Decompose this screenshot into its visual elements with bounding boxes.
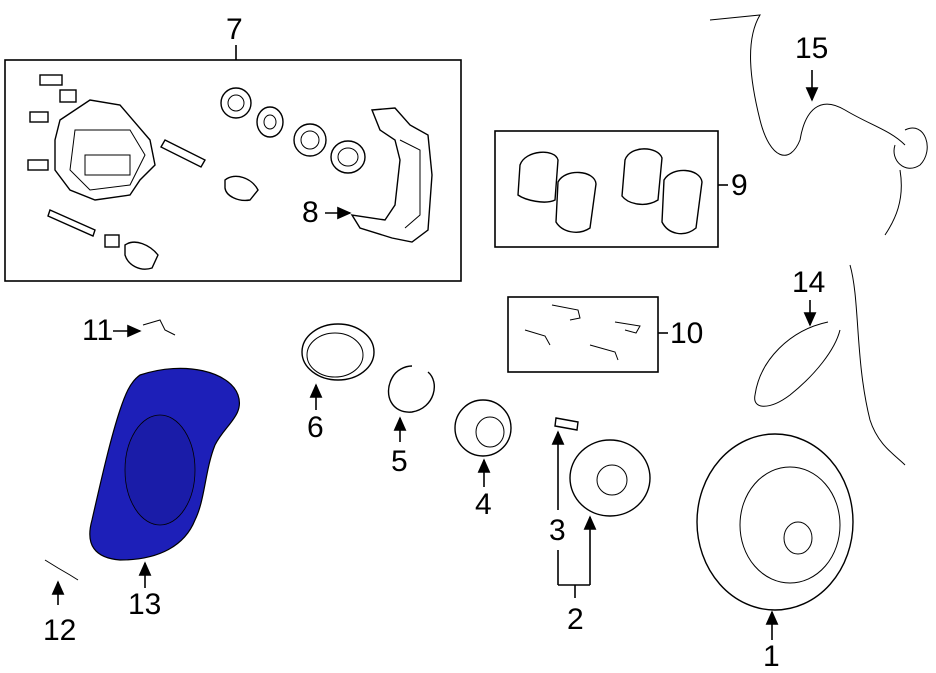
label-part-4: 4 (475, 488, 492, 521)
label-part-7: 7 (226, 13, 243, 46)
label-part-12: 12 (43, 614, 77, 647)
label-part-14: 14 (792, 266, 826, 299)
leader-lines (51, 70, 819, 640)
label-part-5: 5 (391, 445, 408, 478)
label-part-3: 3 (549, 514, 566, 547)
label-part-1: 1 (763, 640, 780, 673)
hardware-box (507, 296, 668, 373)
label-part-15: 15 (795, 32, 829, 65)
caliper-kit-box (4, 45, 462, 282)
label-part-6: 6 (307, 411, 324, 444)
label-part-9: 9 (731, 169, 748, 202)
label-part-11: 11 (82, 314, 114, 347)
label-part-10: 10 (670, 317, 704, 350)
pad-box (494, 130, 728, 248)
label-part-8: 8 (302, 196, 319, 229)
label-part-13: 13 (128, 588, 162, 621)
label-part-2: 2 (567, 603, 584, 636)
